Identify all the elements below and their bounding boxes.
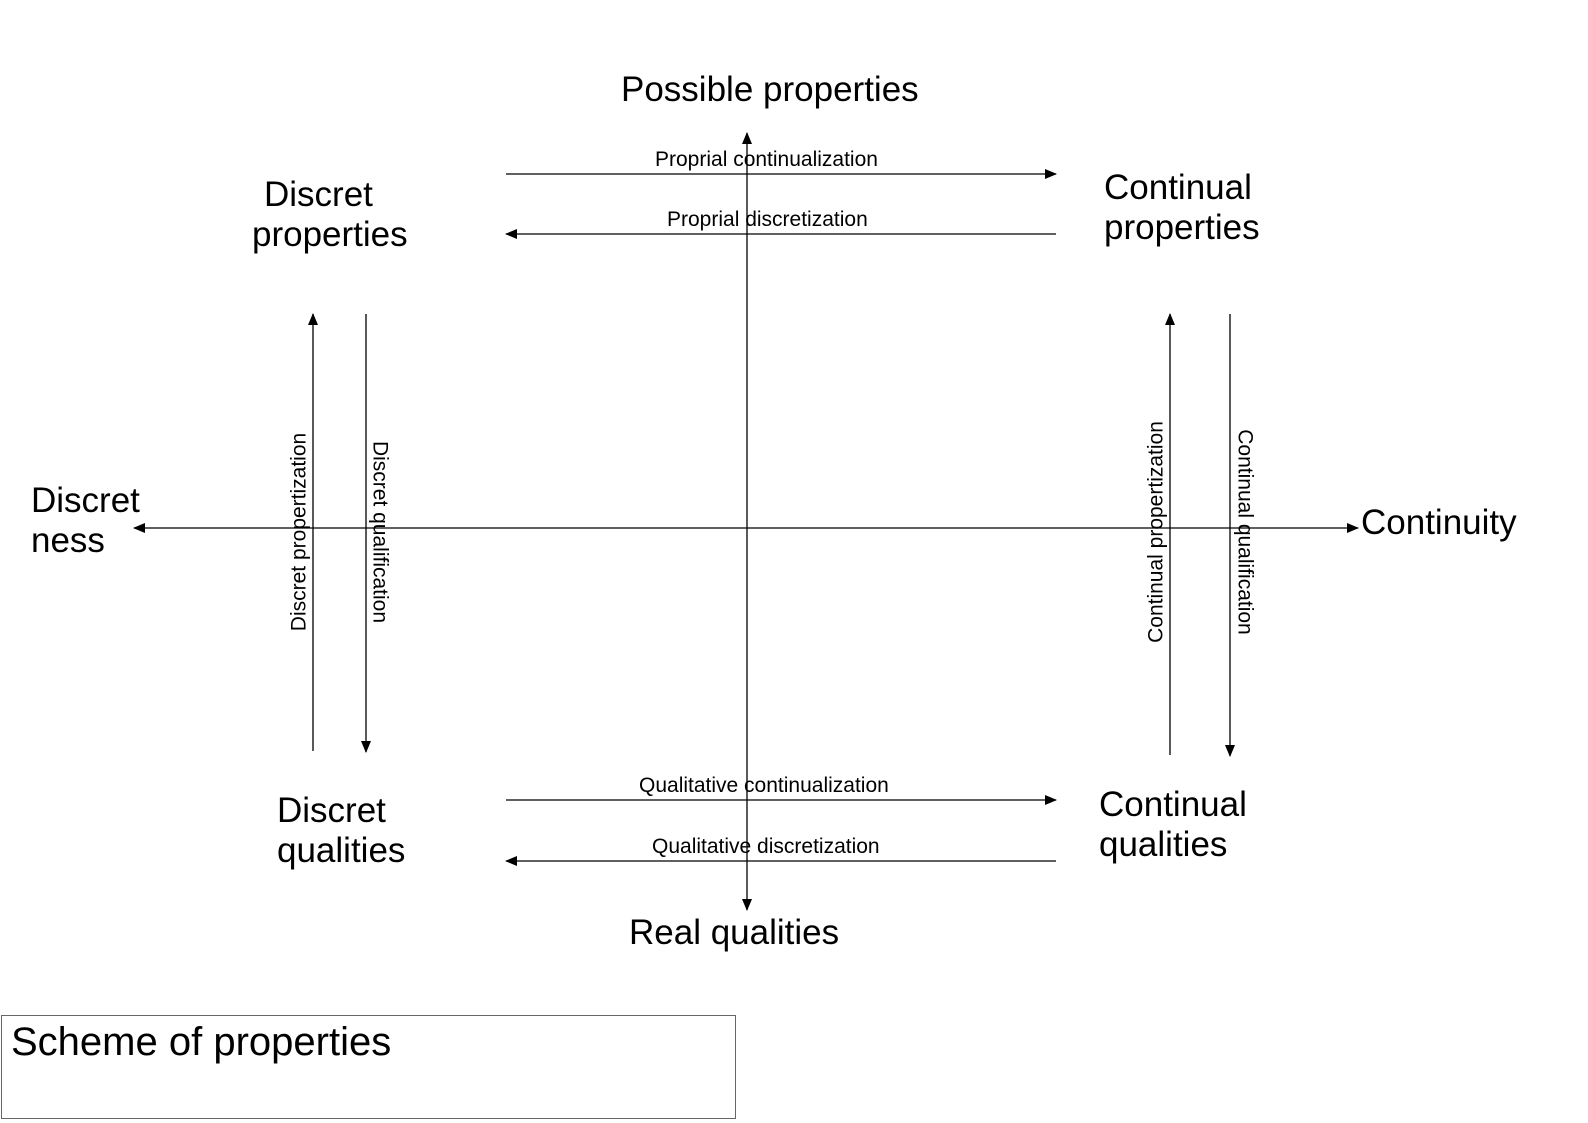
- discret-properties-line1: Discret: [264, 175, 373, 214]
- top-axis-label: Possible properties: [621, 70, 919, 109]
- proprial-discretization-label: Proprial discretization: [667, 208, 868, 231]
- continual-qualification-label: Continual qualification: [1233, 429, 1257, 635]
- continual-properties-line1: Continual: [1104, 168, 1252, 207]
- continual-properties-node: Continual properties: [1104, 168, 1260, 249]
- continual-qualities-line2: qualities: [1099, 825, 1228, 865]
- proprial-continualization-label: Proprial continualization: [655, 148, 878, 171]
- continual-qualities-line1: Continual: [1099, 785, 1247, 824]
- discret-qualities-line1: Discret: [277, 791, 386, 830]
- left-axis-label-line1: Discret: [31, 481, 140, 520]
- qualitative-continualization-label: Qualitative continualization: [639, 774, 889, 797]
- left-axis-label: Discret ness: [31, 481, 140, 562]
- discret-qualification-label: Discret qualification: [368, 440, 392, 624]
- qualitative-discretization-label: Qualitative discretization: [652, 835, 880, 858]
- caption-box: Scheme of properties: [1, 1015, 736, 1119]
- caption-title: Scheme of properties: [11, 1020, 392, 1064]
- discret-propertization-label: Discret propertization: [287, 432, 311, 632]
- discret-qualities-line2: qualities: [277, 831, 406, 871]
- bottom-axis-label: Real qualities: [629, 913, 840, 952]
- discret-qualities-node: Discret qualities: [277, 791, 405, 872]
- continual-properties-line2: properties: [1104, 208, 1260, 248]
- continual-qualities-node: Continual qualities: [1099, 785, 1247, 866]
- discret-properties-node: Discret properties: [252, 175, 408, 256]
- discret-properties-line2: properties: [252, 215, 408, 255]
- continual-propertization-label: Continual propertization: [1144, 421, 1168, 643]
- left-axis-label-line2: ness: [31, 521, 105, 561]
- right-axis-label: Continuity: [1361, 503, 1517, 542]
